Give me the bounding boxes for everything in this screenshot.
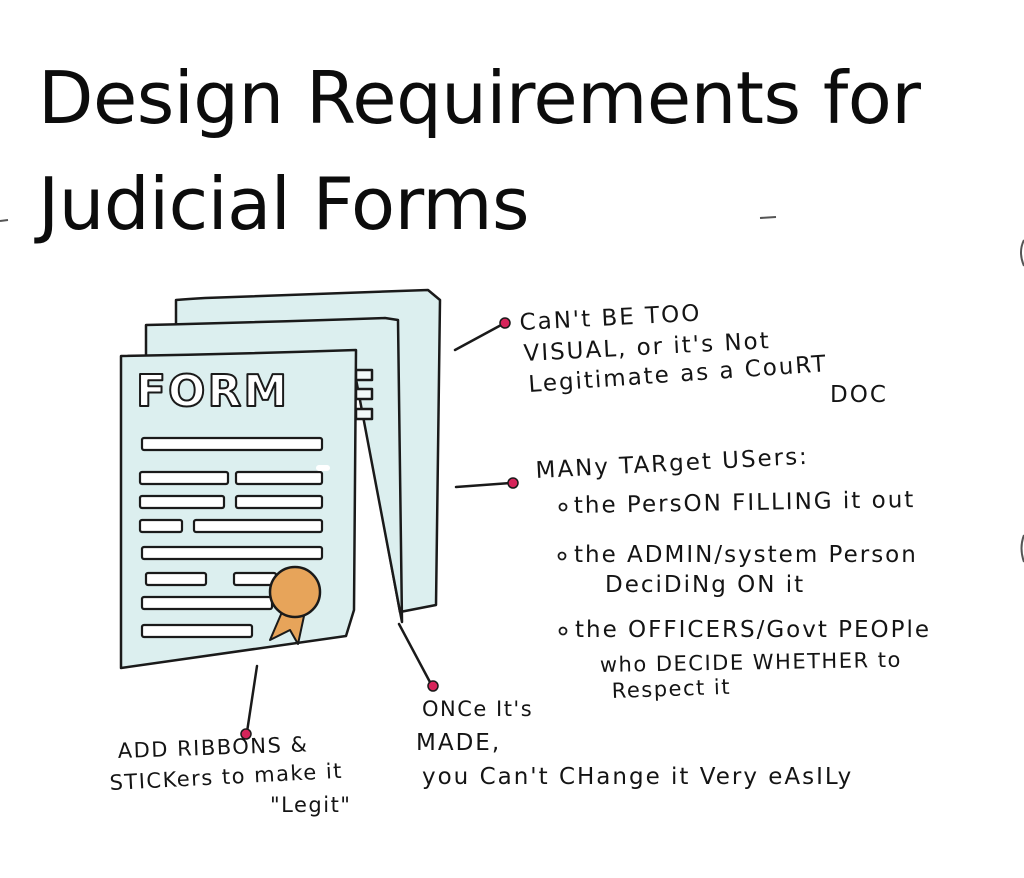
user-item-3-line-3: Respect it: [611, 675, 731, 703]
bullet-dot: [558, 502, 568, 512]
note-change-line-3: you Can't CHange it Very eAsILy: [422, 764, 853, 790]
user-item-2-line-2: DeciDiNg ON it: [605, 572, 805, 598]
middle-sheet: [144, 316, 404, 624]
bullet-dot: [557, 551, 567, 561]
user-item-1-line-1: the PersON FILLING it out: [574, 487, 916, 519]
note-change-line-2: MADE,: [416, 730, 501, 756]
page-title-line-2: Judicial Forms: [38, 162, 530, 246]
pin-icon: [499, 317, 511, 329]
pin-icon: [507, 477, 519, 489]
note-too-visual-line-4: DOC: [830, 382, 888, 408]
user-item-3-line-1: the OFFICERS/Govt PEOPle: [575, 617, 931, 643]
note-change-line-1: ONCe It's: [422, 697, 533, 721]
note-target-users-heading: MANy TARget USers:: [535, 444, 810, 484]
form-label: FORM: [136, 366, 289, 417]
pin-icons: [240, 317, 519, 740]
sheet-highlight: [361, 482, 371, 562]
bullet-dot: [558, 626, 568, 636]
user-item-2-line-1: the ADMIN/system Person: [574, 542, 918, 568]
page-title-line-1: Design Requirements for: [38, 56, 921, 140]
connector-lines: [245, 322, 512, 734]
form-stack-illustration: FORM: [119, 288, 442, 670]
middle-sheet-bars: [354, 368, 374, 421]
note-too-visual: CaN't BE TOO VISUAL, or it's Not Legitim…: [519, 301, 888, 408]
note-too-visual-line-1: CaN't BE TOO: [519, 301, 702, 336]
note-ribbons-stickers: ADD RIBBONS & STICKers to make it "Legit…: [109, 732, 351, 817]
note-hard-to-change: ONCe It's MADE, you Can't CHange it Very…: [416, 697, 853, 790]
note-ribbons-line-2: STICKers to make it: [109, 759, 344, 795]
note-target-users: MANy TARget USers: the PersON FILLING it…: [535, 444, 931, 703]
pin-icon: [427, 680, 439, 692]
front-sheet-highlight: [316, 465, 330, 471]
edge-marks: [0, 216, 1024, 563]
user-item-3-line-2: who DECIDE WHETHER to: [600, 648, 902, 677]
seal-sticker-icon: [268, 565, 322, 645]
note-ribbons-line-1: ADD RIBBONS &: [117, 732, 308, 763]
note-ribbons-line-3: "Legit": [270, 793, 351, 817]
pin-icon: [240, 728, 252, 740]
form-field-bars: [138, 436, 324, 639]
